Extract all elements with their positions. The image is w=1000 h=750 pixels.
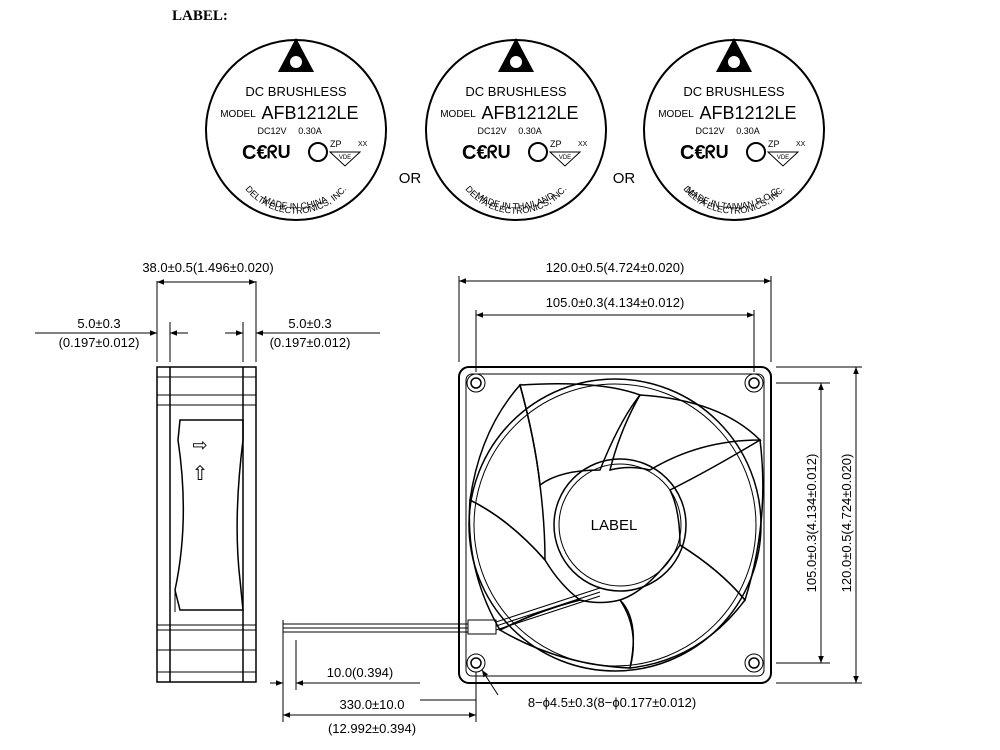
hub-label-text: LABEL bbox=[591, 517, 638, 534]
dim-flange-left: 5.0±0.3 bbox=[77, 316, 120, 331]
label-zp: ZP bbox=[330, 139, 342, 149]
csa-mark-icon bbox=[308, 142, 328, 162]
front-view bbox=[458, 366, 772, 684]
label-heading: DC BRUSHLESS bbox=[245, 84, 346, 99]
delta-logo-icon bbox=[498, 38, 534, 72]
label-title: LABEL: bbox=[172, 8, 228, 24]
ce-mark-icon: C€ bbox=[242, 142, 268, 164]
fan-label-1: DC BRUSHLESS MODEL AFB1212LE DC12V 0.30A… bbox=[205, 38, 387, 221]
ul-mark-icon: ᖇU bbox=[267, 142, 291, 162]
label-current: 0.30A bbox=[518, 126, 542, 136]
or-text-1: OR bbox=[399, 170, 422, 187]
label-arc-bottom: MADE IN TAIWAN R.O.C. bbox=[684, 185, 782, 212]
csa-mark-icon bbox=[746, 142, 766, 162]
csa-mark-icon bbox=[528, 142, 548, 162]
mounting-hole-icon bbox=[466, 373, 486, 393]
label-voltage: DC12V bbox=[695, 126, 724, 136]
vde-mark-icon bbox=[548, 151, 582, 167]
or-text-2: OR bbox=[613, 170, 636, 187]
side-dimensions bbox=[35, 279, 380, 362]
dim-lead-length: 330.0±10.0 bbox=[340, 697, 405, 712]
label-current: 0.30A bbox=[298, 126, 322, 136]
dim-lead-length-inch: (12.992±0.394) bbox=[328, 721, 416, 736]
label-vde: VDE bbox=[777, 155, 789, 161]
label-zp: ZP bbox=[768, 139, 780, 149]
label-model-prefix: MODEL bbox=[658, 109, 694, 120]
label-xx: XX bbox=[578, 141, 588, 148]
front-dimensions bbox=[458, 276, 862, 696]
dim-flange-right: 5.0±0.3 bbox=[288, 316, 331, 331]
ul-mark-icon: ᖇU bbox=[705, 142, 729, 162]
fan-hub bbox=[553, 458, 687, 592]
airflow-arrow-icon: ⇨ bbox=[192, 435, 207, 455]
lead-wire bbox=[270, 620, 477, 722]
dim-lead-strip: 10.0(0.394) bbox=[327, 665, 394, 680]
label-model-prefix: MODEL bbox=[440, 109, 476, 120]
vde-mark-icon bbox=[328, 151, 362, 167]
dim-hole-spacing-h: 105.0±0.3(4.134±0.012) bbox=[546, 295, 685, 310]
vde-mark-icon bbox=[766, 151, 800, 167]
label-vde: VDE bbox=[339, 155, 351, 161]
label-model: AFB1212LE bbox=[699, 103, 796, 123]
dim-height-outer: 120.0±0.5(4.724±0.020) bbox=[839, 454, 854, 593]
ce-mark-icon: C€ bbox=[462, 142, 488, 164]
label-voltage: DC12V bbox=[257, 126, 286, 136]
side-body-outline bbox=[156, 366, 257, 683]
label-model: AFB1212LE bbox=[261, 103, 358, 123]
label-model: AFB1212LE bbox=[481, 103, 578, 123]
label-heading: DC BRUSHLESS bbox=[683, 84, 784, 99]
delta-logo-icon bbox=[278, 38, 314, 72]
fan-label-3: DC BRUSHLESS MODEL AFB1212LE DC12V 0.30A… bbox=[643, 38, 825, 221]
fan-frame bbox=[458, 366, 772, 684]
dim-hole-spacing-v: 105.0±0.3(4.134±0.012) bbox=[804, 454, 819, 593]
mounting-hole-icon bbox=[744, 373, 764, 393]
rotation-arrow-icon: ⇧ bbox=[192, 463, 209, 485]
dim-flange-left-inch: (0.197±0.012) bbox=[59, 335, 140, 350]
label-zp: ZP bbox=[550, 139, 562, 149]
side-view bbox=[156, 366, 257, 683]
label-heading: DC BRUSHLESS bbox=[465, 84, 566, 99]
dim-depth: 38.0±0.5(1.496±0.020) bbox=[142, 260, 273, 275]
delta-logo-icon bbox=[716, 38, 752, 72]
lead-wire-exit bbox=[467, 587, 601, 635]
ce-mark-icon: C€ bbox=[680, 142, 706, 164]
dim-mounting-holes: 8−ϕ4.5±0.3(8−ϕ0.177±0.012) bbox=[528, 695, 696, 710]
label-vde: VDE bbox=[559, 155, 571, 161]
dim-flange-right-inch: (0.197±0.012) bbox=[270, 335, 351, 350]
dim-width-outer: 120.0±0.5(4.724±0.020) bbox=[546, 260, 685, 275]
side-inner-profile bbox=[174, 419, 244, 611]
label-xx: XX bbox=[796, 141, 806, 148]
label-model-prefix: MODEL bbox=[220, 109, 256, 120]
ul-mark-icon: ᖇU bbox=[487, 142, 511, 162]
label-current: 0.30A bbox=[736, 126, 760, 136]
label-xx: XX bbox=[358, 141, 368, 148]
fan-label-2: DC BRUSHLESS MODEL AFB1212LE DC12V 0.30A… bbox=[425, 38, 607, 221]
label-voltage: DC12V bbox=[477, 126, 506, 136]
mounting-hole-icon bbox=[744, 653, 764, 673]
mounting-hole-icon bbox=[466, 653, 486, 673]
